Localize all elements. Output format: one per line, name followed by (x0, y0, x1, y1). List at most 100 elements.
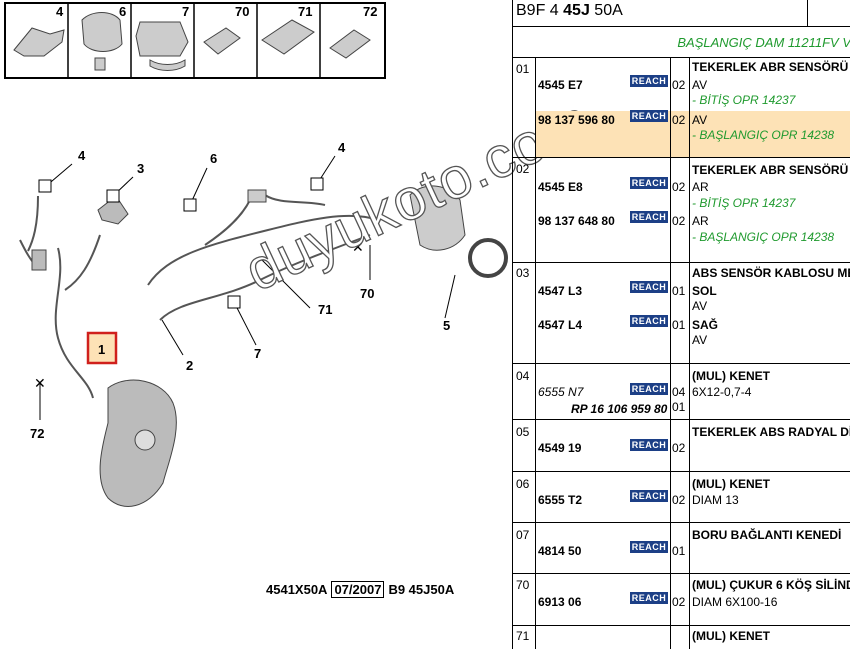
row-description: (MUL) KENET (692, 369, 770, 383)
callout-box (183, 198, 197, 212)
cross-marker-icon: ✕ (34, 376, 46, 392)
part-note: - BAŞLANGIÇ OPR 14238 (692, 128, 835, 142)
part-ref[interactable]: 4545 E8 (538, 180, 583, 194)
part-ref[interactable]: 4547 L4 (538, 318, 583, 332)
screw-72-icon (329, 29, 371, 59)
header-prefix: B9F 4 (516, 2, 564, 19)
header-bold: 45J (563, 2, 590, 19)
reach-badge: REACH (630, 75, 668, 87)
table-header: B9F 4 45J 50A (513, 0, 850, 27)
part-ref[interactable]: 4545 E7 (538, 78, 583, 92)
callout-label: 4 (338, 140, 346, 155)
alt-part-ref[interactable]: RP 16 106 959 80 (571, 402, 668, 416)
row-number: 05 (516, 425, 530, 439)
steering-knuckle (99, 379, 177, 507)
legend-label: 72 (363, 4, 377, 19)
part-line: SOL (692, 284, 717, 298)
sensor-cable-rear (147, 194, 379, 321)
legend-label: 6 (119, 4, 126, 19)
qty: 02 (672, 493, 686, 507)
start-row: BAŞLANGIÇ DAM 11211FV V (513, 27, 850, 58)
row-number: 71 (516, 629, 530, 643)
reach-badge: REACH (630, 490, 668, 502)
row-number: 02 (516, 162, 530, 176)
reach-badge: REACH (630, 592, 668, 604)
row-number: 06 (516, 477, 530, 491)
reach-badge: REACH (630, 177, 668, 189)
callout-label: 4 (78, 148, 86, 163)
table-row[interactable]: 70 (MUL) ÇUKUR 6 KÖŞ SİLİND 6913 06 REAC… (513, 574, 850, 626)
legend-label: 7 (182, 4, 189, 19)
part-line: AV (692, 113, 708, 127)
callout-box (310, 177, 324, 191)
part-line: AV (692, 333, 708, 347)
reach-badge: REACH (630, 541, 668, 553)
row-description: (MUL) KENET (692, 629, 770, 643)
table-row[interactable]: 03 ABS SENSÖR KABLOSU ME 4547 L3 REACH 0… (513, 263, 850, 364)
reach-badge: REACH (630, 439, 668, 451)
part-ref[interactable]: 4549 19 (538, 441, 582, 455)
row-description: BORU BAĞLANTI KENEDİ (692, 528, 842, 542)
part-ref[interactable]: 6555 T2 (538, 493, 583, 507)
callout-label: 1 (98, 342, 105, 357)
callout-label: 6 (210, 151, 217, 166)
table-row[interactable]: 02 TEKERLEK ABR SENSÖRÜ 4545 E8 REACH 02… (513, 158, 850, 263)
part-line: 6X12-0,7-4 (692, 385, 752, 399)
qty: 02 (672, 180, 686, 194)
rear-connector (247, 189, 267, 203)
callout-label: 5 (443, 318, 450, 333)
diagram-ref: 4541X50A (266, 582, 328, 597)
bolt-70-icon (203, 27, 241, 55)
table-row[interactable]: 01 TEKERLEK ABR SENSÖRÜ 4545 E7 REACH 02… (513, 58, 850, 158)
reach-badge: REACH (630, 383, 668, 395)
qty: 01 (672, 400, 686, 414)
part-note: - BAŞLANGIÇ OPR 14238 (692, 230, 835, 244)
hub-5 (409, 185, 508, 278)
part-ref[interactable]: 98 137 648 80 (538, 214, 615, 228)
callout-label: 70 (360, 286, 374, 301)
clip-7-icon (135, 21, 189, 71)
part-ref[interactable]: 6555 N7 (538, 385, 584, 399)
reach-badge: REACH (630, 315, 668, 327)
qty: 01 (672, 544, 686, 558)
row-number: 04 (516, 369, 530, 383)
row-number: 01 (516, 62, 530, 76)
row-description: ABS SENSÖR KABLOSU ME (692, 266, 850, 280)
leader-lines (39, 155, 456, 420)
clip-4-icon (13, 27, 65, 57)
callout-box (106, 189, 120, 203)
part-line: DIAM 6X100-16 (692, 595, 778, 609)
part-line: AV (692, 299, 708, 313)
clip-71-icon (261, 19, 315, 55)
qty: 02 (672, 214, 686, 228)
sensor-cable-front (19, 195, 101, 399)
part-ref[interactable]: 4547 L3 (538, 284, 583, 298)
table-row[interactable]: 07 BORU BAĞLANTI KENEDİ 4814 50 REACH 01 (513, 523, 850, 574)
parts-table: B9F 4 45J 50A BAŞLANGIÇ DAM 11211FV V 01… (512, 0, 850, 649)
part-ref[interactable]: 4814 50 (538, 544, 582, 558)
table-row[interactable]: 05 TEKERLEK ABS RADYAL Dİ 4549 19 REACH … (513, 420, 850, 472)
legend-label: 70 (235, 4, 249, 19)
diagram-date: 07/2007 (331, 581, 385, 598)
part-ref[interactable]: 6913 06 (538, 595, 582, 609)
row-description: TEKERLEK ABR SENSÖRÜ (692, 163, 849, 177)
legend-label: 71 (298, 4, 312, 19)
table-row[interactable]: 71 (MUL) KENET (513, 626, 850, 649)
callout-label: 3 (137, 161, 144, 176)
callout-box (227, 295, 241, 309)
row-description: TEKERLEK ABS RADYAL Dİ (692, 425, 850, 439)
part-ref[interactable]: 98 137 596 80 (538, 113, 615, 127)
qty: 04 (672, 385, 686, 399)
selected-part-highlight[interactable] (86, 331, 118, 365)
cross-marker-icon: ✕ (352, 240, 364, 256)
row-description: TEKERLEK ABR SENSÖRÜ (692, 60, 849, 74)
reach-badge: REACH (630, 110, 668, 122)
table-row[interactable]: 04 (MUL) KENET 6555 N7 REACH 04 6X12-0,7… (513, 364, 850, 420)
reach-badge: REACH (630, 211, 668, 223)
callout-label: 2 (186, 358, 193, 373)
table-row[interactable]: 06 (MUL) KENET 6555 T2 REACH 02 DIAM 13 (513, 472, 850, 523)
part-line: AR (692, 180, 709, 194)
header-suffix: 50A (589, 2, 623, 19)
clamp-6-icon (81, 12, 123, 71)
